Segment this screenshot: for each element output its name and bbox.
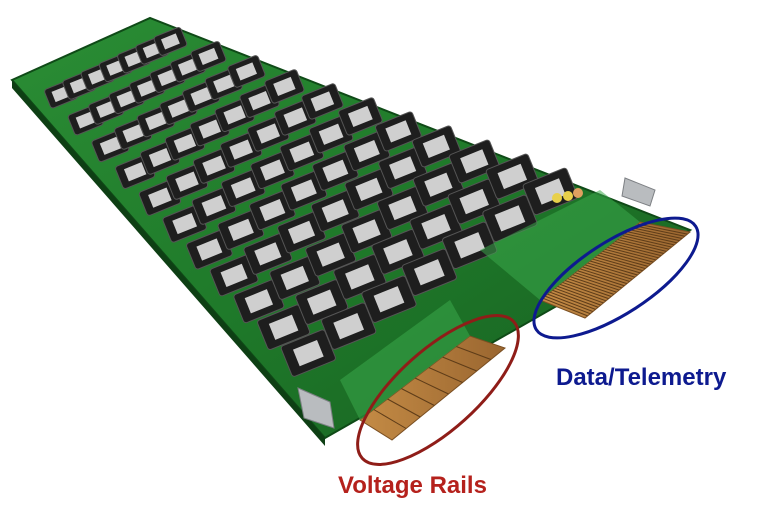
connector-finger [599,252,649,267]
connector-finger [564,280,612,297]
pad-yellow-2 [563,191,573,201]
connector-finger [574,272,622,289]
connector-finger [549,291,596,310]
connector-finger [577,270,625,287]
voltage-rails-label: Voltage Rails [338,472,487,499]
socket [191,186,237,225]
socket [442,221,498,270]
connector-finger [587,262,636,278]
socket [308,115,354,154]
voltage-finger-lines [373,346,492,429]
pad-orange [573,188,583,198]
socket [411,125,461,168]
voltage-trace-area [340,300,470,420]
connector-finger [542,297,588,317]
socket [269,256,321,300]
connector-finger [557,285,604,304]
connector-finger [602,250,651,265]
connector-finger [373,409,407,429]
socket [301,83,344,120]
pad-yellow-1 [552,193,562,203]
connector-finger [559,283,607,302]
voltage-connector-fingers [359,335,507,441]
connector-finger [589,260,638,276]
connector-finger [442,356,477,372]
data-telemetry-label: Data/Telemetry [556,364,727,391]
pcb-edge [12,80,325,446]
socket [153,27,188,56]
socket [227,55,266,88]
connector-finger [544,295,591,315]
socket [312,150,359,191]
socket [344,168,394,211]
socket [361,275,417,323]
socket [401,248,457,296]
connector-finger [401,388,435,406]
bracket-right [621,177,656,207]
trace-area [480,190,640,300]
socket [264,69,305,104]
connector-finger [634,225,685,237]
socket [209,254,259,297]
connector-finger [547,293,594,313]
connector-finger [617,239,667,252]
connector-finger [456,346,492,360]
connector-finger [582,266,630,282]
socket [280,329,336,377]
connector-finger [604,248,654,263]
connector-finger [579,268,628,285]
connector-finger [607,246,657,261]
connector-finger [428,367,463,383]
socket [257,304,311,350]
connector-finger [387,398,421,418]
data-telemetry-ellipse [532,216,700,340]
connector-finger [627,231,677,244]
data-finger-lines [542,223,688,317]
socket [280,170,328,211]
connector-finger [592,258,641,274]
connector-finger [584,264,633,280]
socket [190,41,227,72]
connector-finger [569,276,617,293]
socket [522,167,578,216]
socket [217,209,265,250]
connector-finger [632,227,683,239]
voltage-rails-ellipse [356,314,520,466]
socket [375,111,422,152]
socket [233,279,285,324]
connector-finger [624,233,675,246]
connector-finger [414,377,449,395]
connector-finger [637,223,688,235]
bracket-left [297,387,335,429]
socket [338,97,383,136]
connector-finger [612,242,662,257]
socket [250,150,295,190]
connector-finger [567,278,615,295]
connector-finger [562,281,609,300]
connector-finger [554,287,601,306]
connector-finger [597,254,646,270]
connector-finger [552,289,599,308]
socket [221,168,266,207]
connector-finger [609,244,659,259]
connector-finger [572,274,620,291]
socket [243,232,293,275]
connector-finger [622,235,672,248]
connector-finger [594,256,643,272]
connector-finger [614,241,664,254]
connector-finger [619,237,670,250]
socket-grid [44,27,578,377]
connector-finger [629,229,680,242]
